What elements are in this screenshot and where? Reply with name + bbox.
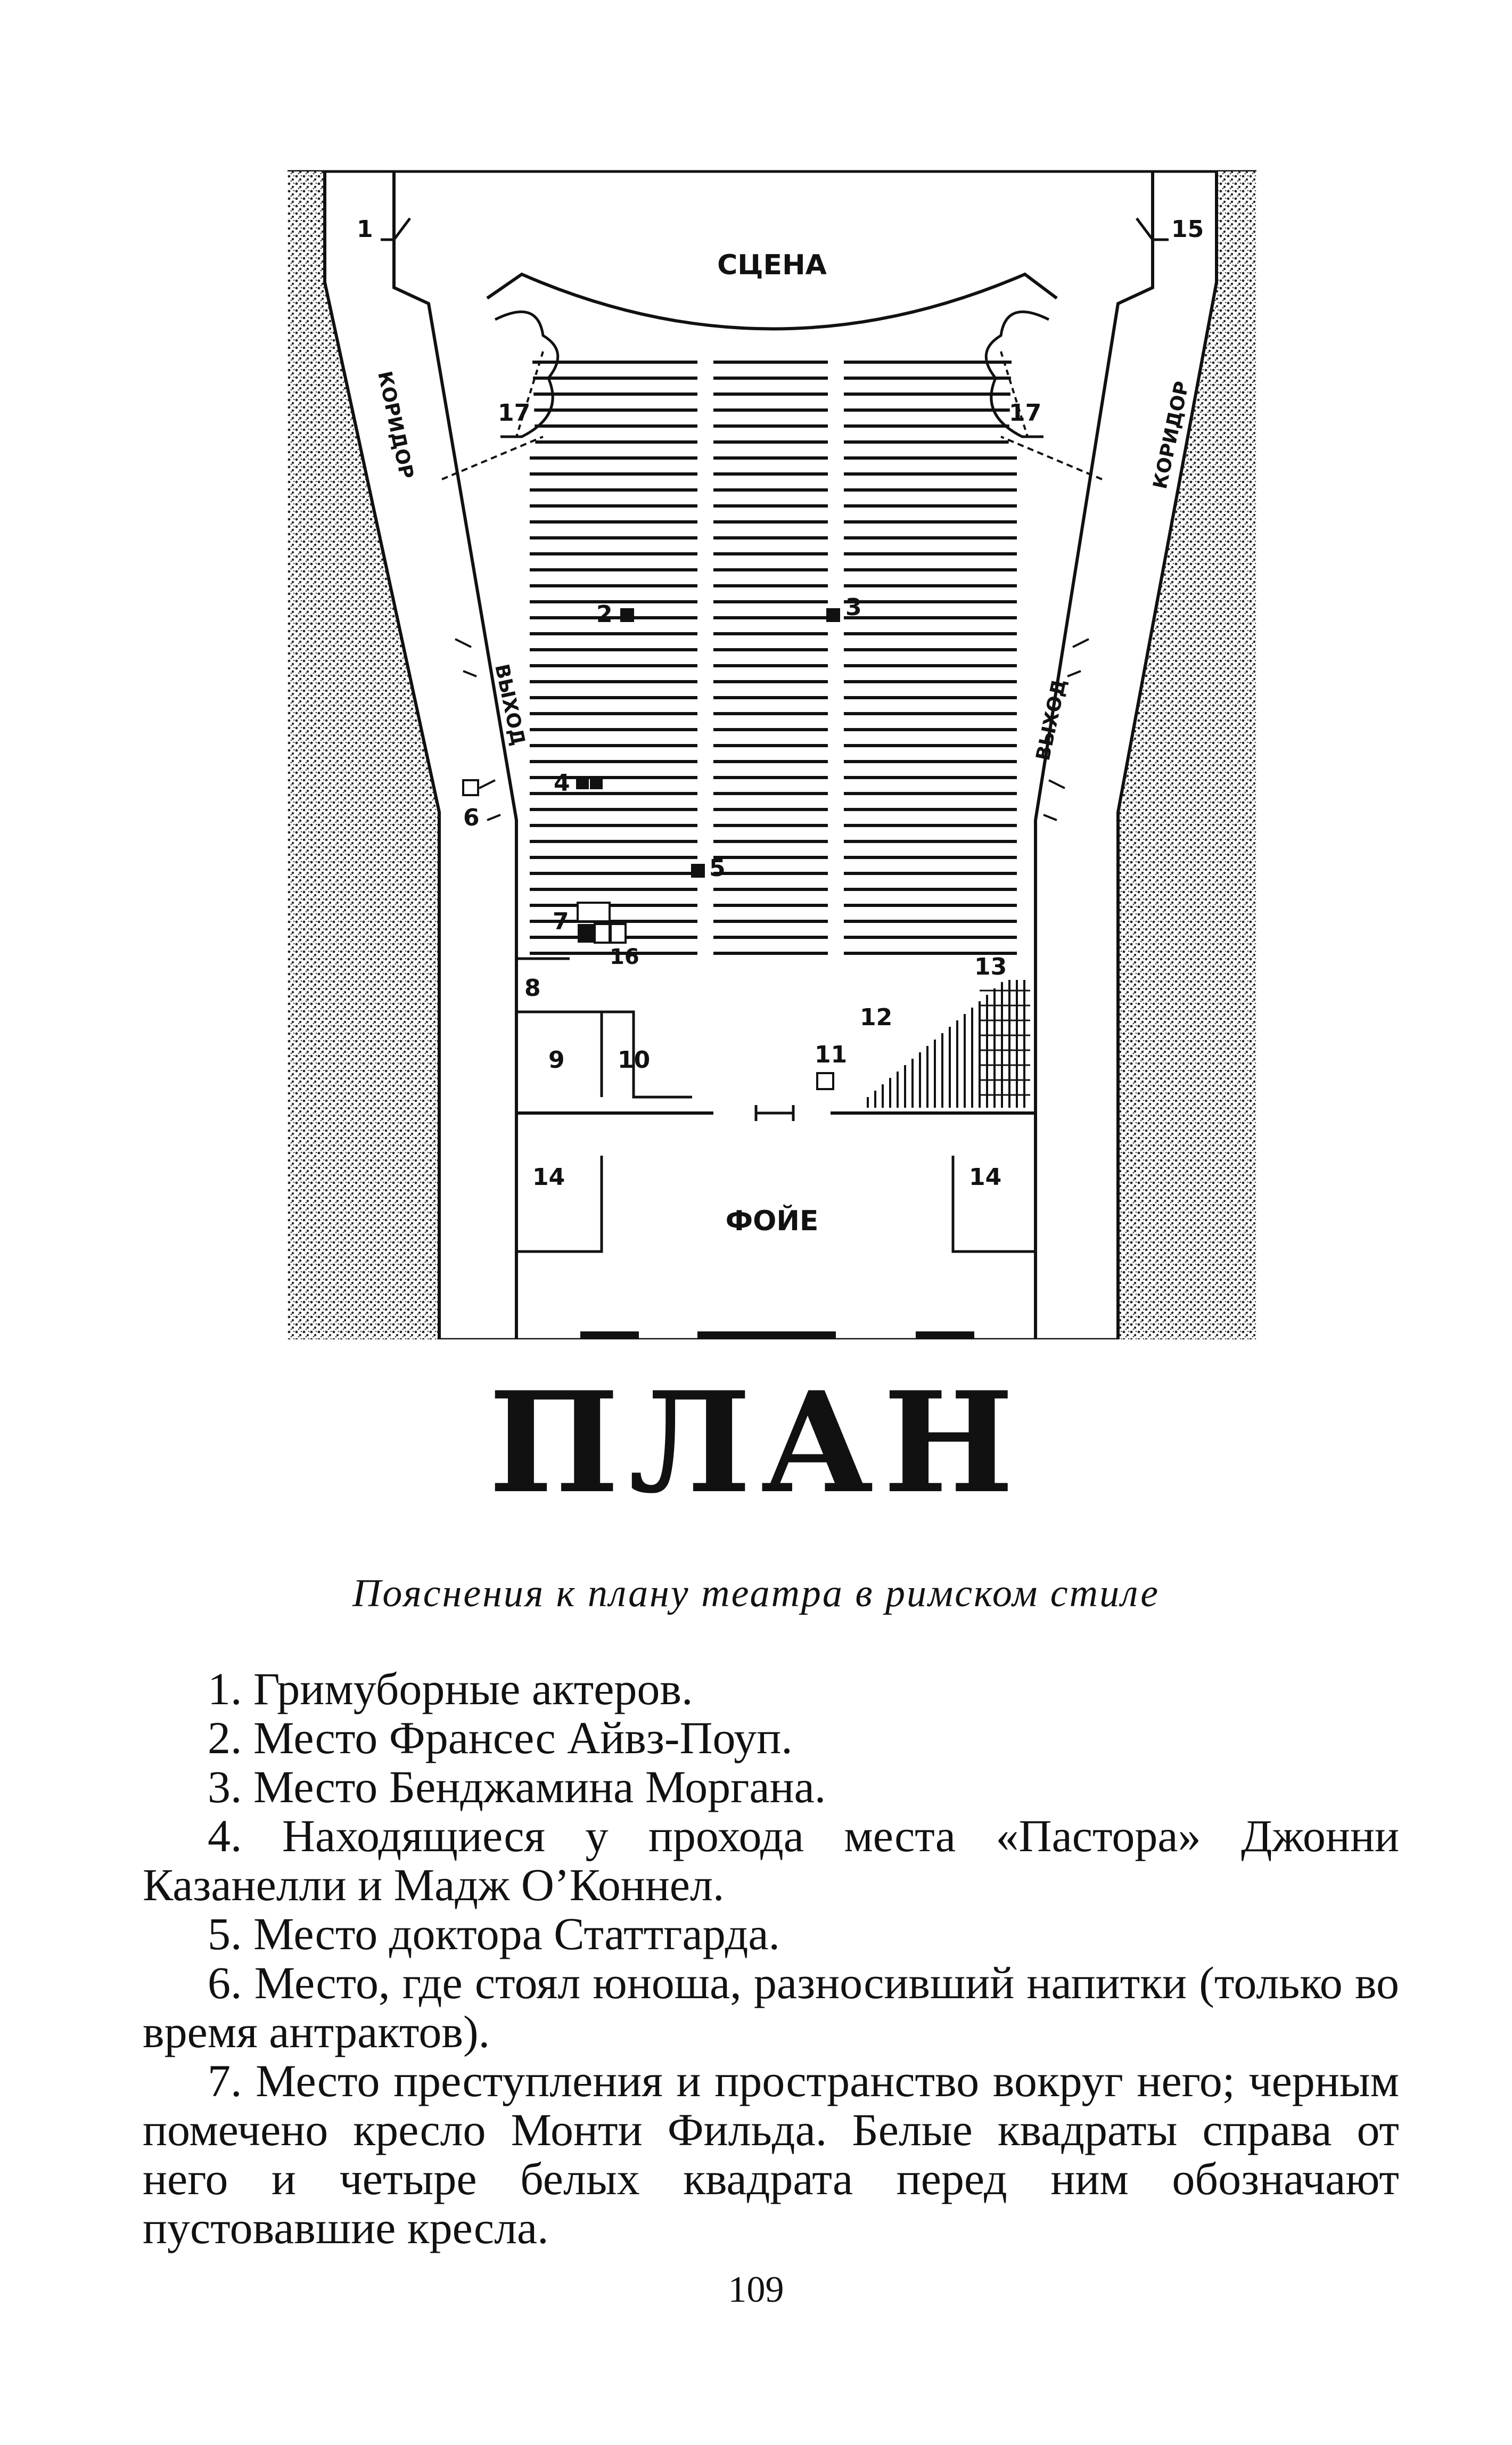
marker-17-right: 17 [1009,399,1041,427]
boy-spot-6 [462,779,479,796]
left-outer-wall [287,171,439,1339]
marker-14-left: 14 [532,1164,565,1191]
crime-area-7 [577,902,627,944]
legend-item-4: 4. Находящиеся у прохода места «Пастора»… [143,1810,1399,1910]
legend-item-3: 3. Место Бенджамина Моргана. [208,1761,826,1812]
right-corridor-inner-line [1034,171,1154,1339]
exit-right-arrows [1043,638,1089,821]
plan-frame [287,170,1256,1339]
stage-edge [486,272,1058,331]
seat-4-marker-b [590,776,603,789]
stairs-12 [867,980,1030,1108]
door-1 [381,217,411,241]
marker-10: 10 [618,1046,650,1074]
legend: 1. Гримуборные актеров. 2. Место Франсес… [143,1664,1399,2252]
page-number: 109 [728,2269,784,2310]
legend-item-6: 6. Место, где стоял юноша, разносивший н… [143,1957,1399,2057]
seat-5-marker [691,864,705,878]
legend-item-7: 7. Место преступления и пространство вок… [143,2055,1399,2253]
dashed-divider-right [1000,436,1103,480]
entrance-door-3 [916,1331,974,1339]
plan-caption: Пояснения к плану театра в римском стиле [352,1572,1160,1615]
box-17-right [984,310,1050,438]
stage-label: СЦЕНА [717,249,827,281]
marker-9: 9 [548,1046,565,1074]
seat-rows [530,361,1017,955]
seat-4-marker-a [576,776,589,789]
foyer-center-door [754,1105,795,1121]
box-17-left-dashed [515,351,544,437]
marker-2: 2 [596,601,613,628]
marker-16: 16 [610,945,639,969]
marker-13: 13 [974,953,1007,980]
marker-8: 8 [524,975,541,1002]
left-corridor-inner-line [392,171,518,1339]
legend-item-1: 1. Гримуборные актеров. [208,1663,693,1714]
marker-7: 7 [553,908,569,935]
marker-6: 6 [463,804,480,831]
dashed-divider-left [441,436,544,480]
marker-15: 15 [1171,216,1204,243]
entrance-door-1 [580,1331,639,1339]
legend-item-2: 2. Место Франсес Айвз-Поуп. [208,1712,793,1763]
right-outer-wall [1118,171,1256,1339]
exit-left-arrows [455,638,501,821]
seat-2-marker [620,608,634,622]
marker-1: 1 [357,216,373,243]
door-15 [1136,217,1169,241]
entrance-door-2 [697,1331,836,1339]
corridor-left-label: КОРИДОР [373,369,417,481]
exit-right-label: ВЫХОД [1032,677,1071,763]
item-11-marker [816,1072,834,1090]
left-corridor-outer-line [323,171,441,1339]
theater-floor-plan: СЦЕНА ФОЙЕ КОРИДОР КОРИДОР ВЫХОД ВЫХОД 1… [287,170,1256,1339]
right-corridor-outer-line [1116,171,1218,1339]
legend-item-5: 5. Место доктора Статтгарда. [208,1908,780,1959]
marker-3: 3 [845,594,862,621]
plan-title: ПЛАН [488,1362,1024,1524]
marker-4: 4 [554,770,570,797]
marker-5: 5 [709,855,726,882]
marker-17-left: 17 [498,399,530,427]
marker-11: 11 [815,1041,847,1068]
marker-12: 12 [860,1004,892,1031]
marker-14-right: 14 [969,1164,1001,1191]
room-14-right [951,1156,1036,1253]
room-10-outline [602,1010,692,1099]
seat-3-marker [826,608,840,622]
foyer-label: ФОЙЕ [726,1205,819,1237]
box-17-right-dashed [1000,351,1029,437]
room-14-left [516,1156,603,1253]
box-17-left [494,310,560,438]
